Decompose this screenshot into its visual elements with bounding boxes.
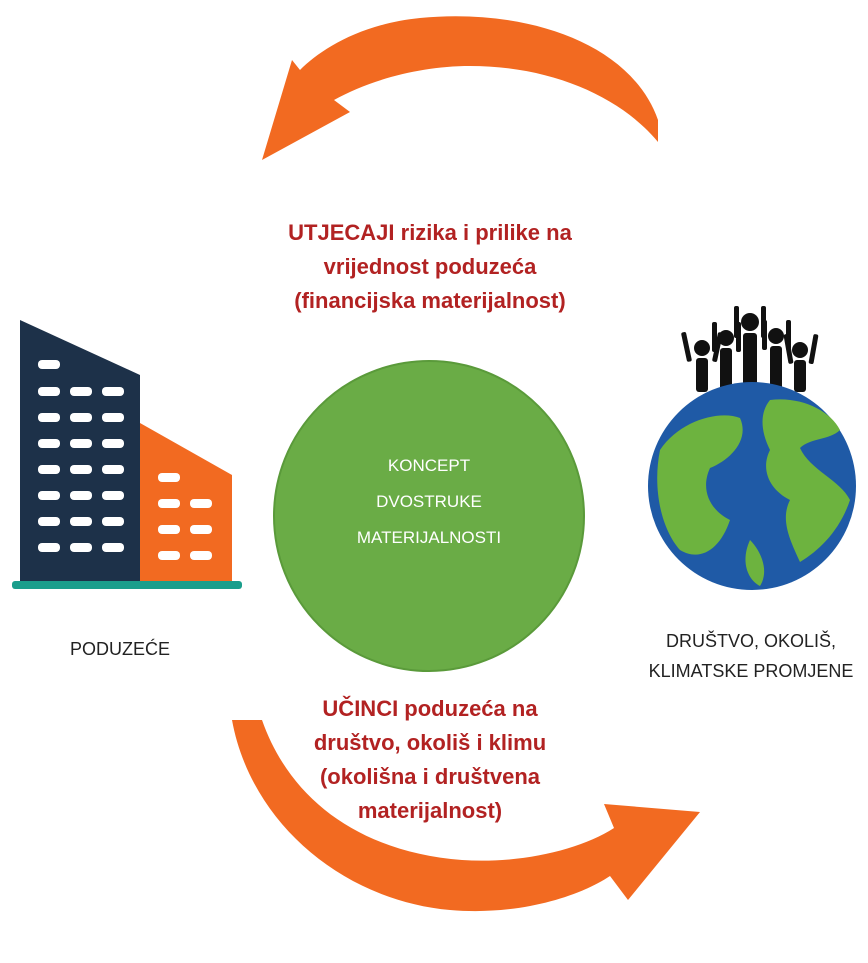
financial-materiality-line1: UTJECAJI rizika i prilike na xyxy=(288,220,572,245)
top-curved-arrow-icon xyxy=(262,16,658,161)
center-line1: KONCEPT xyxy=(387,456,471,475)
society-environment-line2: KLIMATSKE PROMJENE xyxy=(648,661,854,681)
center-circle-text: KONCEPT DVOSTRUKE MATERIJALNOSTI xyxy=(275,448,583,556)
impact-materiality-line4: materijalnost) xyxy=(357,798,503,823)
impact-materiality-line1: UČINCI poduzeća na xyxy=(322,696,538,721)
impact-materiality-text: UČINCI poduzeća na društvo, okoliš i kli… xyxy=(260,692,600,828)
earth-with-people-icon xyxy=(648,306,856,590)
financial-materiality-line2: vrijednost poduzeća xyxy=(323,254,537,279)
impact-materiality-line2: društvo, okoliš i klimu xyxy=(313,730,547,755)
bottom-curved-arrow-icon xyxy=(232,720,700,912)
financial-materiality-line3: (financijska materijalnost) xyxy=(294,288,566,313)
society-environment-label: DRUŠTVO, OKOLIŠ, KLIMATSKE PROMJENE xyxy=(634,626,868,686)
center-line3: MATERIJALNOSTI xyxy=(356,528,502,547)
society-environment-line1: DRUŠTVO, OKOLIŠ, xyxy=(665,631,837,651)
impact-materiality-line3: (okolišna i društvena xyxy=(319,764,541,789)
company-label: PODUZEĆE xyxy=(69,639,170,659)
financial-materiality-text: UTJECAJI rizika i prilike na vrijednost … xyxy=(250,216,610,318)
building-icon xyxy=(12,320,242,589)
center-circle: KONCEPT DVOSTRUKE MATERIJALNOSTI xyxy=(273,360,585,672)
center-line2: DVOSTRUKE xyxy=(376,492,482,511)
